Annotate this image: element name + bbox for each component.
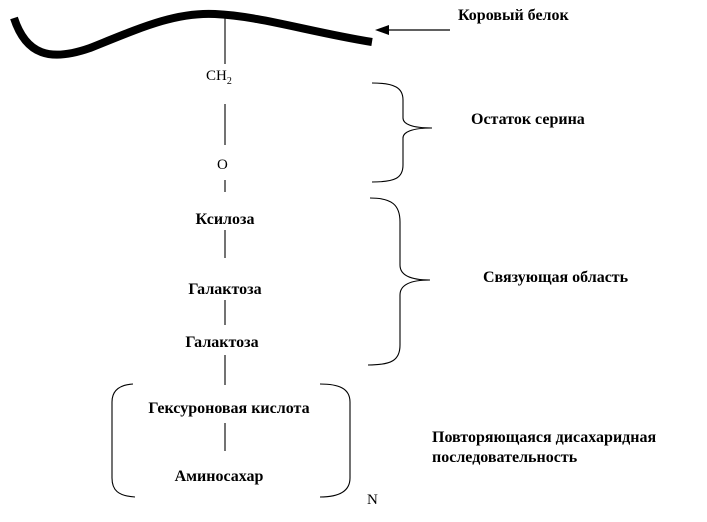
right-bracket <box>319 383 351 498</box>
serine-residue-label: Остаток серина <box>471 111 585 128</box>
amino-sugar-label: Аминосахар <box>175 468 264 485</box>
repeating-sequence-label-line1: Повторяющаяся дисахаридная <box>432 429 656 446</box>
repeat-index-label: N <box>367 492 378 508</box>
oxygen-label: O <box>217 157 228 173</box>
linkage-region-label: Связующая область <box>483 269 629 286</box>
serine-brace <box>371 82 433 183</box>
repeating-sequence-label-line2: последовательность <box>432 449 578 466</box>
linkage-brace <box>367 197 431 366</box>
left-bracket <box>111 383 136 498</box>
core-protein-label: Коровый белок <box>458 7 570 24</box>
core-protein-chain <box>10 9 373 59</box>
galactose-label-1: Галактоза <box>188 281 261 298</box>
ch2-label: CH2 <box>206 68 232 87</box>
arrow-head-icon <box>375 25 389 35</box>
hexuronic-acid-label: Гексуроновая кислота <box>148 400 309 417</box>
galactose-label-2: Галактоза <box>185 334 258 351</box>
xylose-label: Ксилоза <box>196 211 255 228</box>
